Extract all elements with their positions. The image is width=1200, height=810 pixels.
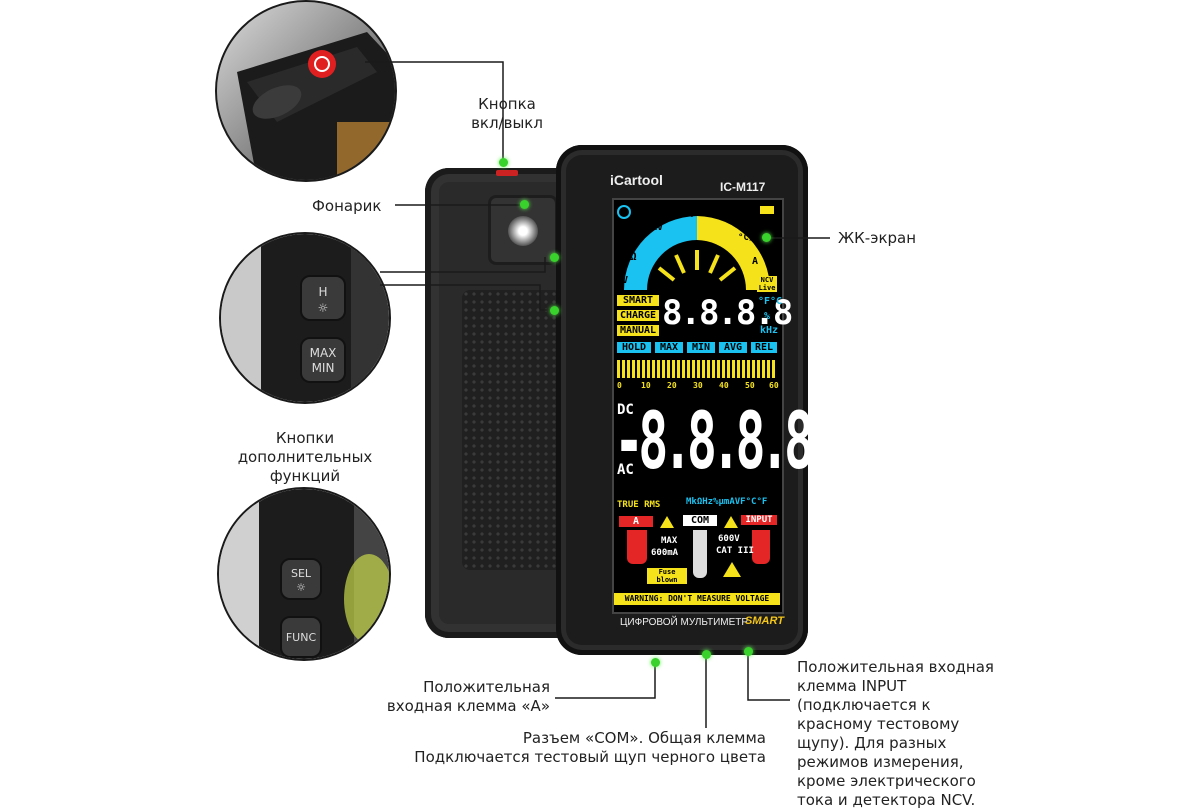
svg-text:FUNC: FUNC: [286, 631, 317, 644]
label-flashlight: Фонарик: [312, 197, 382, 215]
cat-rating: CAT III: [716, 546, 754, 556]
svg-text:☼: ☼: [296, 581, 306, 594]
zoom-sel-func-buttons: SEL ☼ FUNC: [217, 487, 391, 661]
func-max: MAX: [655, 342, 683, 353]
jack-a-graphic: [627, 530, 647, 564]
label-power-button: Кнопка вкл/выкл: [471, 95, 543, 132]
dial-hz: Hz%: [677, 210, 694, 220]
power-button-closeup: [217, 2, 395, 180]
back-texture-panel: [462, 290, 562, 570]
callout-dot-button-2: [550, 306, 559, 315]
volt-rating: 600V: [718, 534, 740, 544]
dial-ncv: NCV Live: [757, 276, 777, 292]
svg-text:MAX: MAX: [310, 346, 337, 360]
flashlight-lens: [508, 216, 538, 246]
warning-triangle-3: [723, 562, 741, 577]
label-lcd: ЖК-экран: [838, 229, 917, 247]
zoom-side-buttons: H ☼ MAX MIN: [219, 232, 391, 404]
func-rel: REL: [751, 342, 777, 353]
mode-charge: CHARGE: [617, 310, 659, 321]
scale-tick: 20: [667, 381, 677, 390]
warning-triangle-2: [724, 516, 738, 528]
func-avg: AVG: [719, 342, 747, 353]
sel-func-closeup: SEL ☼ FUNC: [219, 489, 389, 659]
callout-dot-lcd: [762, 233, 771, 242]
scale-tick: 60: [769, 381, 779, 390]
callout-dot-com: [702, 650, 711, 659]
mode-smart: SMART: [617, 295, 659, 306]
small-unit-khz: kHz: [760, 325, 779, 336]
jack-input-graphic: [752, 530, 770, 564]
svg-text:H: H: [318, 285, 327, 299]
svg-text:MIN: MIN: [312, 361, 335, 375]
svg-text:SEL: SEL: [291, 567, 312, 580]
dial-temp: °C/°F: [738, 233, 766, 243]
dial-a: A: [752, 256, 759, 267]
brand-logo: iCartool: [610, 172, 663, 188]
label-com-line2: Подключается тестовый щуп черного цвета: [414, 748, 766, 766]
callout-dot-input: [744, 647, 753, 656]
true-rms: TRUE RMS: [617, 500, 661, 510]
label-input-plus: Положительная входная клемма INPUT (подк…: [797, 658, 994, 809]
device-footer-text: ЦИФРОВОЙ МУЛЬТИМЕТР: [620, 617, 749, 628]
func-min: MIN: [687, 342, 715, 353]
scale-tick: 10: [641, 381, 651, 390]
bargraph: [617, 360, 777, 378]
fuse-blown: Fuse blown: [647, 568, 687, 584]
callout-dot-power: [499, 158, 508, 167]
dial-v: V: [622, 275, 629, 286]
max-label: MAX: [661, 536, 678, 546]
lcd-dial-arc: [617, 205, 774, 290]
zoom-power-button: [215, 0, 397, 182]
small-digits: 8.8.8.8: [662, 293, 793, 333]
side-buttons-closeup: H ☼ MAX MIN: [221, 234, 389, 402]
label-com-line1: Разъем «COM». Общая клемма: [522, 729, 766, 747]
jack-com-graphic: [693, 530, 707, 578]
bargraph-scale: 0 10 20 30 40 50 60: [617, 381, 779, 393]
mode-manual: MANUAL: [617, 325, 659, 336]
callout-dot-button-1: [550, 253, 559, 262]
label-extra-buttons: Кнопки дополнительных функций: [237, 429, 373, 485]
jack-input-label: INPUT: [741, 515, 777, 525]
scale-tick: 0: [617, 381, 622, 390]
small-unit-percent: %: [764, 311, 771, 322]
dial-ohm: Ω: [630, 250, 637, 263]
func-hold: HOLD: [617, 342, 651, 353]
dc-indicator: DC: [617, 402, 634, 418]
warning-triangle-1: [660, 516, 674, 528]
model-label: IC-M117: [720, 180, 766, 194]
svg-text:☼: ☼: [318, 301, 329, 315]
dial-mv: mV: [651, 222, 664, 233]
jack-a-label: A: [619, 516, 653, 527]
small-unit-temp: °F°C: [758, 296, 783, 307]
callout-dot-flashlight: [520, 200, 529, 209]
label-input-a: Положительная входная клемма «A»: [386, 678, 550, 715]
scale-tick: 40: [719, 381, 729, 390]
device-footer-smart: SMART: [745, 615, 784, 627]
max-current: 600mA: [651, 548, 679, 558]
ac-indicator: AC: [617, 462, 634, 478]
scale-tick: 50: [745, 381, 755, 390]
big-digits: -8.8.8.8: [614, 397, 814, 487]
big-units: MkΩHz%μmAVF°C°F: [686, 497, 768, 507]
scale-tick: 30: [693, 381, 703, 390]
callout-dot-input-a: [651, 658, 660, 667]
jack-com-label: COM: [683, 515, 717, 526]
warning-banner: WARNING: DON'T MEASURE VOLTAGE: [614, 593, 780, 605]
top-red-button: [496, 170, 518, 176]
